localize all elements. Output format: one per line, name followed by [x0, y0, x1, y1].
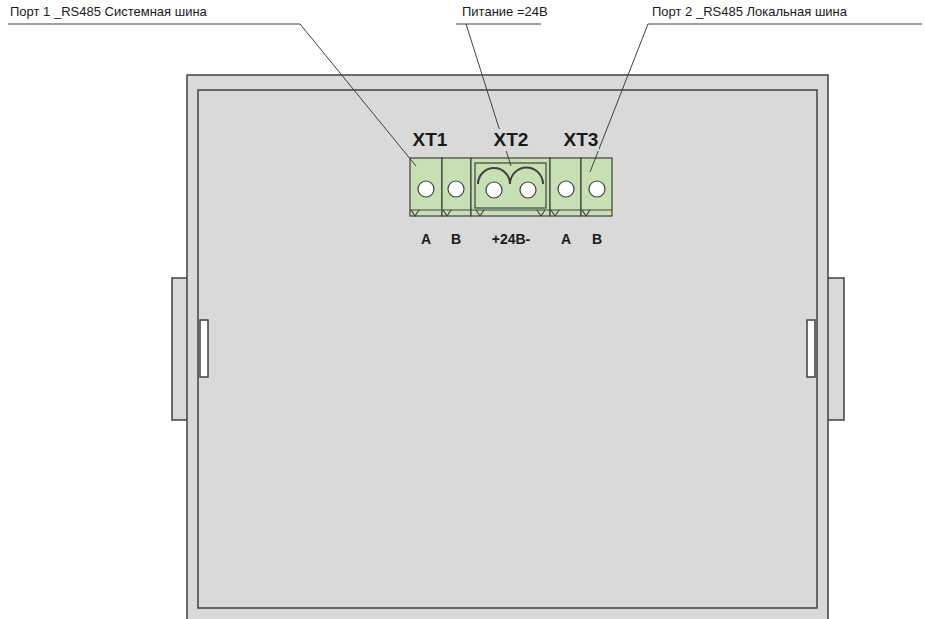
- terminal-block: XT3A B: [550, 128, 605, 250]
- terminal-block: XT2 +24В-: [470, 128, 533, 250]
- terminal-block: [550, 158, 612, 216]
- terminal-designator: XT2: [493, 129, 530, 151]
- clip-latch: [807, 320, 815, 377]
- terminal-designator: XT3: [563, 129, 600, 151]
- pin-name: A: [561, 231, 571, 247]
- terminal-block: XT1A B: [404, 128, 464, 250]
- leader-line: [8, 24, 922, 172]
- housing-inner-frame: [198, 90, 817, 608]
- clip-latch: [200, 320, 208, 377]
- power-connector: [471, 158, 550, 216]
- terminal-block: [410, 158, 471, 216]
- callout-label: Порт 1 _RS485 Системная шина: [10, 5, 207, 20]
- terminal-designator: XT1: [412, 129, 449, 151]
- pin-name: +24В-: [492, 231, 531, 247]
- callout-label: Порт 2 _RS485 Локальная шина: [652, 5, 847, 20]
- pin-name: B: [592, 231, 602, 247]
- pin-name: B: [451, 231, 461, 247]
- pin-name: A: [421, 231, 431, 247]
- callout-label: Питание =24В: [462, 5, 548, 20]
